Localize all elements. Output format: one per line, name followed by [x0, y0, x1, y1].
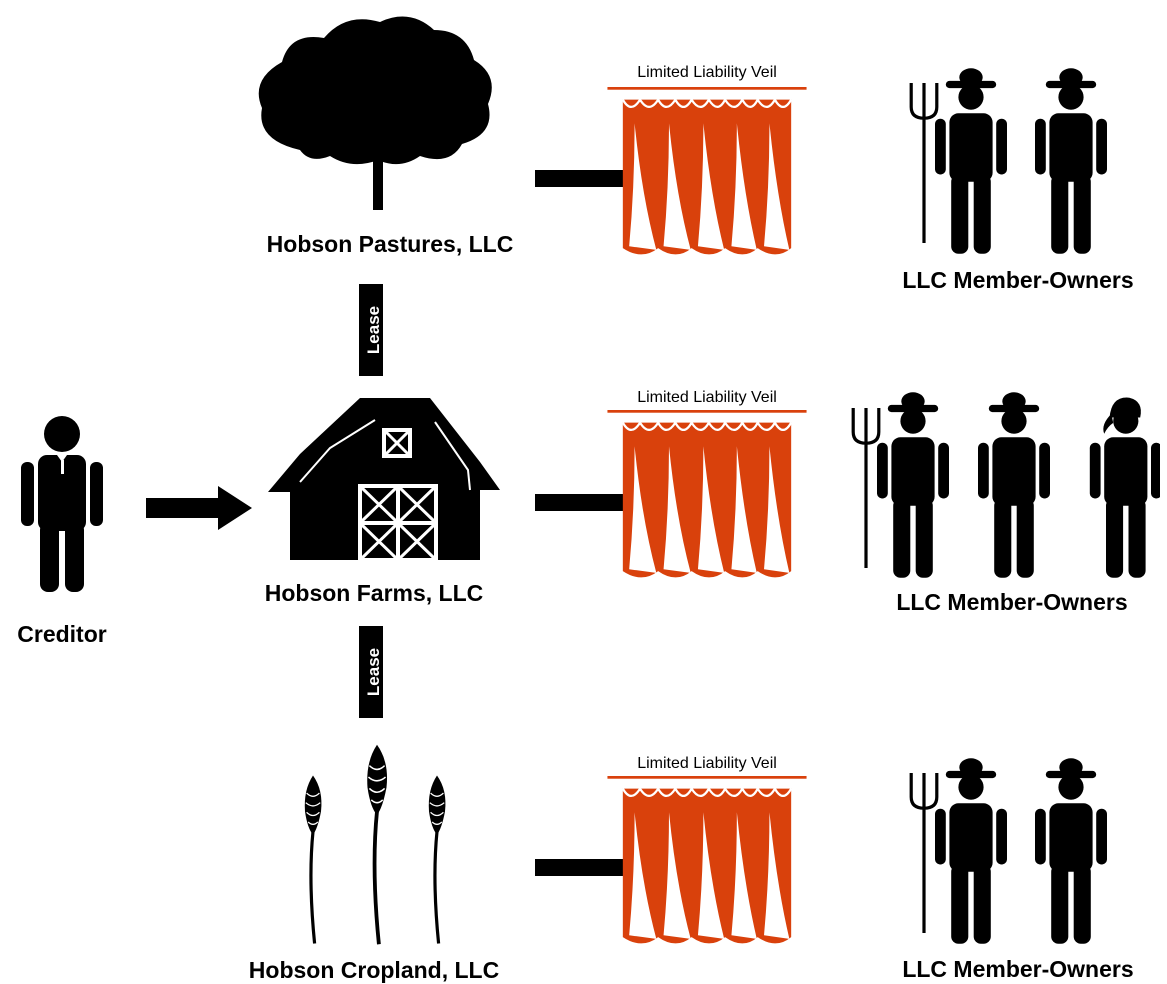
lease-label: Lease	[364, 648, 383, 696]
farmers-icon	[909, 68, 1107, 254]
owners-label: LLC Member-Owners	[902, 956, 1133, 982]
veil-label: Limited Liability Veil	[637, 755, 777, 772]
veil-label: Limited Liability Veil	[637, 389, 777, 406]
owners-label: LLC Member-Owners	[896, 589, 1127, 615]
entity-label-farms: Hobson Farms, LLC	[265, 580, 484, 606]
veil-connector	[535, 494, 627, 511]
creditor-label: Creditor	[17, 621, 107, 647]
lease-label: Lease	[364, 306, 383, 354]
wheat-icon	[303, 742, 448, 947]
creditor-arrow	[146, 486, 252, 530]
curtain-icon	[606, 410, 808, 579]
entity-label-cropland: Hobson Cropland, LLC	[249, 957, 499, 983]
farmers-icon	[851, 392, 1160, 578]
barn-icon	[268, 398, 500, 562]
tree-icon	[258, 16, 492, 210]
veil-connector	[535, 859, 627, 876]
curtain-icon	[606, 87, 808, 256]
businessman-icon	[21, 416, 103, 592]
owners-label: LLC Member-Owners	[902, 267, 1133, 293]
veil-connector	[535, 170, 627, 187]
veil-label: Limited Liability Veil	[637, 64, 777, 81]
lease-connector-bottom: Lease	[359, 626, 383, 718]
curtain-icon	[606, 776, 808, 945]
lease-connector-top: Lease	[359, 284, 383, 376]
farmers-icon	[909, 758, 1107, 944]
entity-label-pastures: Hobson Pastures, LLC	[267, 231, 514, 257]
